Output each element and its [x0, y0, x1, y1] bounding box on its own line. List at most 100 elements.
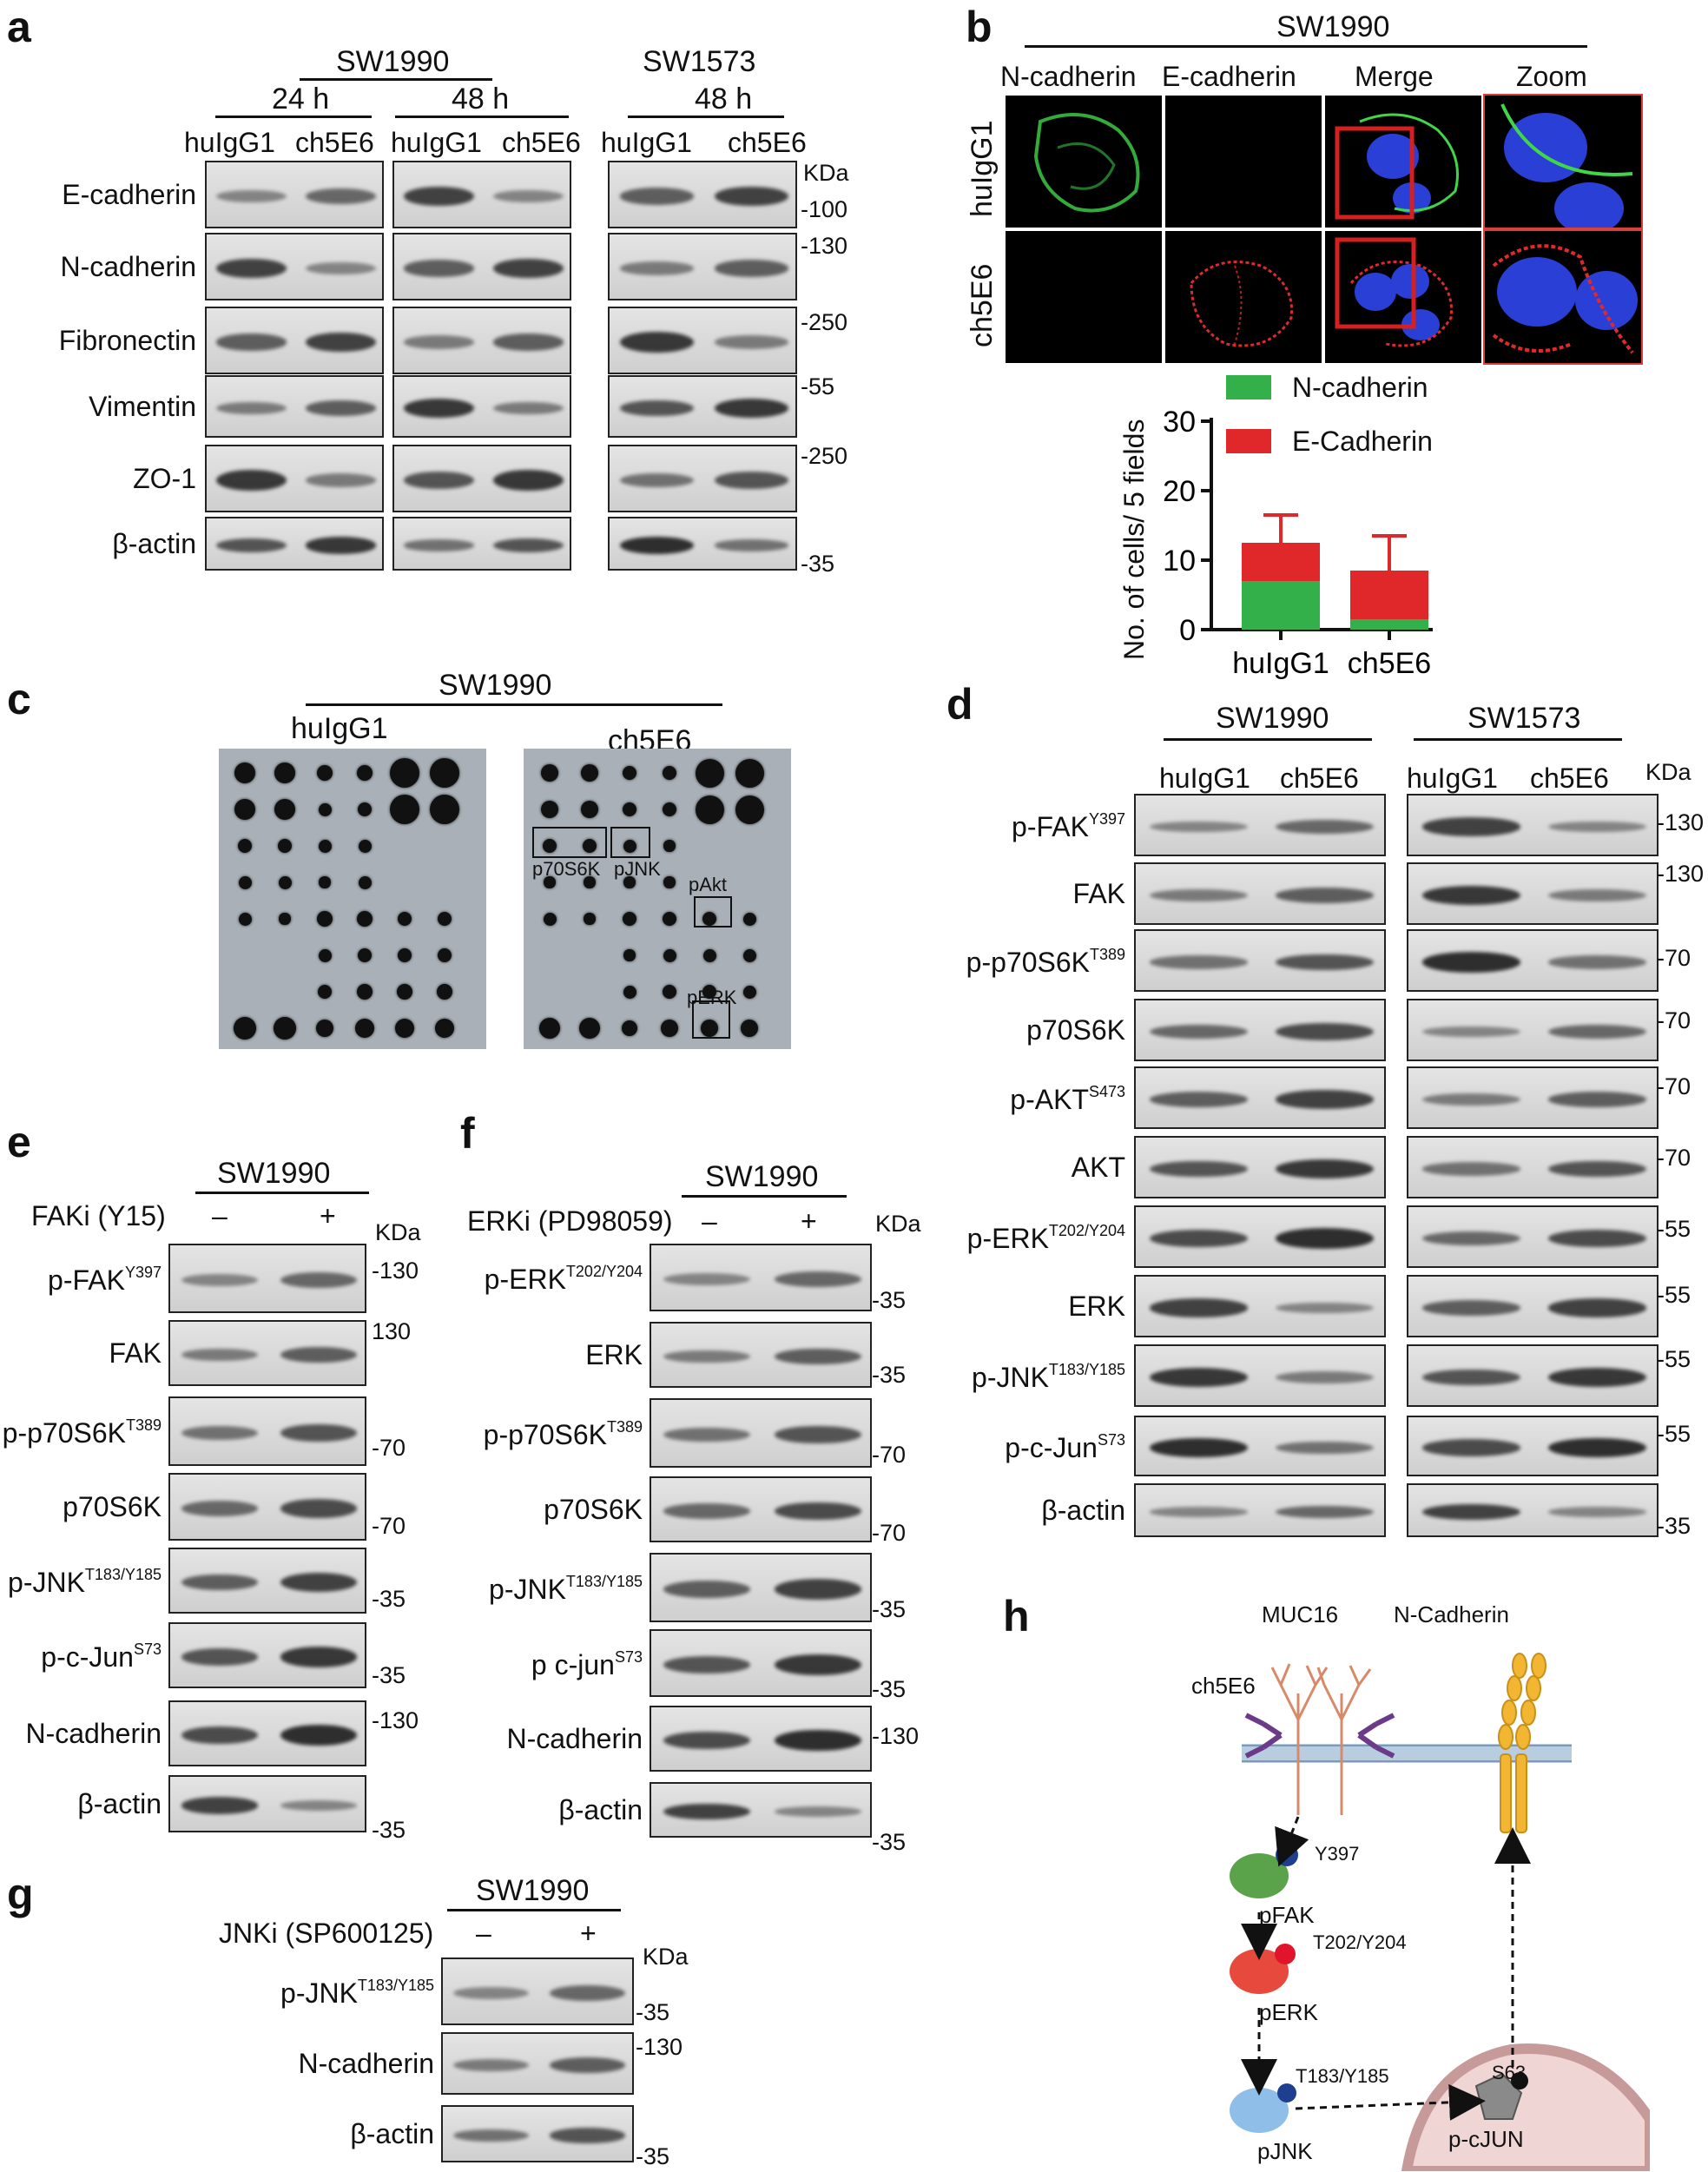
c-dot [623, 839, 636, 853]
b-ch5e6-zoom-signal [1492, 244, 1638, 354]
c-dot [357, 947, 373, 963]
c-array-huigg1 [219, 749, 486, 1049]
blot-band [1421, 1026, 1521, 1038]
g-blot-1-0 [441, 2032, 634, 2095]
g-marker-0: -35 [636, 1999, 670, 2025]
d-blot-6-1 [1407, 1205, 1659, 1268]
d-row-label-9: p-c-JunS73 [1005, 1432, 1125, 1462]
blot-band [1149, 1367, 1249, 1388]
a-kda-label: KDa [803, 160, 849, 186]
b-col-zoom: Zoom [1516, 61, 1587, 92]
d-g2-s1: huIgG1 [1407, 763, 1498, 794]
f-marker-4: -35 [872, 1596, 907, 1622]
a-group2-time: 48 h [452, 83, 510, 116]
c-dot [429, 794, 460, 825]
blot-band [216, 538, 287, 553]
blot-band [493, 469, 564, 491]
a-blot-4-1 [392, 445, 571, 512]
f-row-label-5-text: p c-jun [531, 1649, 615, 1680]
d-row-label-8-text: p-JNK [972, 1362, 1049, 1393]
g-marker-2: -35 [636, 2143, 670, 2169]
c-dot [437, 911, 452, 927]
blot-band [306, 188, 376, 204]
e-title-line [195, 1192, 369, 1194]
e-cond-plus: + [320, 1200, 336, 1231]
d-row-label-10-text: β-actin [1041, 1495, 1125, 1526]
d-row-label-0-sup: Y397 [1088, 810, 1125, 828]
h-label-pcjun: p-cJUN [1448, 2126, 1524, 2152]
blot-band [1275, 1228, 1375, 1249]
f-marker-6: -130 [872, 1723, 920, 1749]
blot-band [619, 188, 694, 205]
blot-band [280, 1423, 358, 1442]
h-ch5e6-antibody [1244, 1713, 1395, 1759]
c-dot [540, 763, 559, 782]
d-blot-7-1 [1407, 1275, 1659, 1337]
f-row-label-0-text: p-ERK [484, 1264, 566, 1295]
f-marker-1: -35 [872, 1362, 907, 1388]
blot-band [775, 1271, 861, 1287]
c-dot [397, 911, 412, 927]
blot-band [1421, 1093, 1521, 1106]
f-row-label-1: ERK [585, 1341, 643, 1369]
blot-band [181, 1425, 259, 1441]
blot-band [550, 2057, 625, 2073]
f-title-line [682, 1195, 847, 1198]
blot-band [619, 261, 694, 275]
c-dot [354, 1018, 375, 1039]
e-marker-4: -35 [372, 1586, 406, 1612]
blot-band [1547, 955, 1647, 969]
f-title: SW1990 [705, 1160, 819, 1193]
a-blot-5-2 [608, 517, 797, 571]
e-blot-6-0 [168, 1700, 366, 1766]
h-s63-phospho [1511, 2072, 1528, 2089]
d-marker-8: -55 [1657, 1346, 1692, 1372]
panel-e-label: e [7, 1118, 31, 1166]
g-blot-2-0 [441, 2105, 634, 2162]
e-row-label-3: p70S6K [63, 1493, 162, 1521]
f-marker-7: -35 [872, 1829, 907, 1855]
a-g3-s2: ch5E6 [728, 127, 807, 158]
f-row-label-4-text: p-JNK [489, 1574, 566, 1605]
d-row-label-6-sup: T202/Y204 [1048, 1222, 1125, 1239]
c-dot [543, 912, 557, 926]
c-dot [623, 985, 636, 999]
h-pjnk-node [1230, 2088, 1289, 2133]
d-blot-3-0 [1134, 999, 1386, 1061]
c-dot [319, 876, 331, 888]
c-box-perk [692, 1000, 730, 1039]
b-bar-0-1 [1242, 543, 1320, 581]
e-row-label-7: β-actin [77, 1790, 162, 1818]
blot-band [280, 1647, 358, 1667]
b-huigg1-zoom-signal [1500, 103, 1633, 228]
d-blot-1-0 [1134, 862, 1386, 925]
c-dot [579, 1018, 600, 1039]
a-blot-4-0 [205, 445, 384, 512]
blot-band [493, 538, 564, 553]
d-marker-4: -70 [1657, 1073, 1692, 1099]
c-dot [540, 800, 559, 819]
a-blot-2-2 [608, 307, 797, 374]
g-title-line [447, 1909, 621, 1911]
c-dot [358, 839, 372, 853]
blot-band [216, 258, 287, 279]
d-blot-1-1 [1407, 862, 1659, 925]
h-label-y397: Y397 [1315, 1843, 1360, 1865]
c-dot [702, 984, 717, 1000]
c-dot [742, 985, 756, 999]
e-blot-7-0 [168, 1775, 366, 1832]
d-row-label-5-text: AKT [1071, 1152, 1125, 1183]
e-kda-label: KDa [375, 1219, 421, 1245]
c-dot [356, 910, 373, 928]
e-row-label-4: p-JNKT183/Y185 [8, 1567, 162, 1596]
blot-band [280, 1572, 358, 1593]
blot-band [216, 401, 287, 415]
blot-band [404, 539, 474, 551]
c-dot [542, 838, 557, 854]
c-dot [396, 983, 413, 1000]
b-title: SW1990 [1276, 10, 1390, 43]
f-row-label-4-sup: T183/Y185 [565, 1573, 643, 1590]
e-blot-4-0 [168, 1548, 366, 1614]
d-group2-cell: SW1573 [1467, 702, 1581, 735]
blot-band [306, 537, 376, 554]
